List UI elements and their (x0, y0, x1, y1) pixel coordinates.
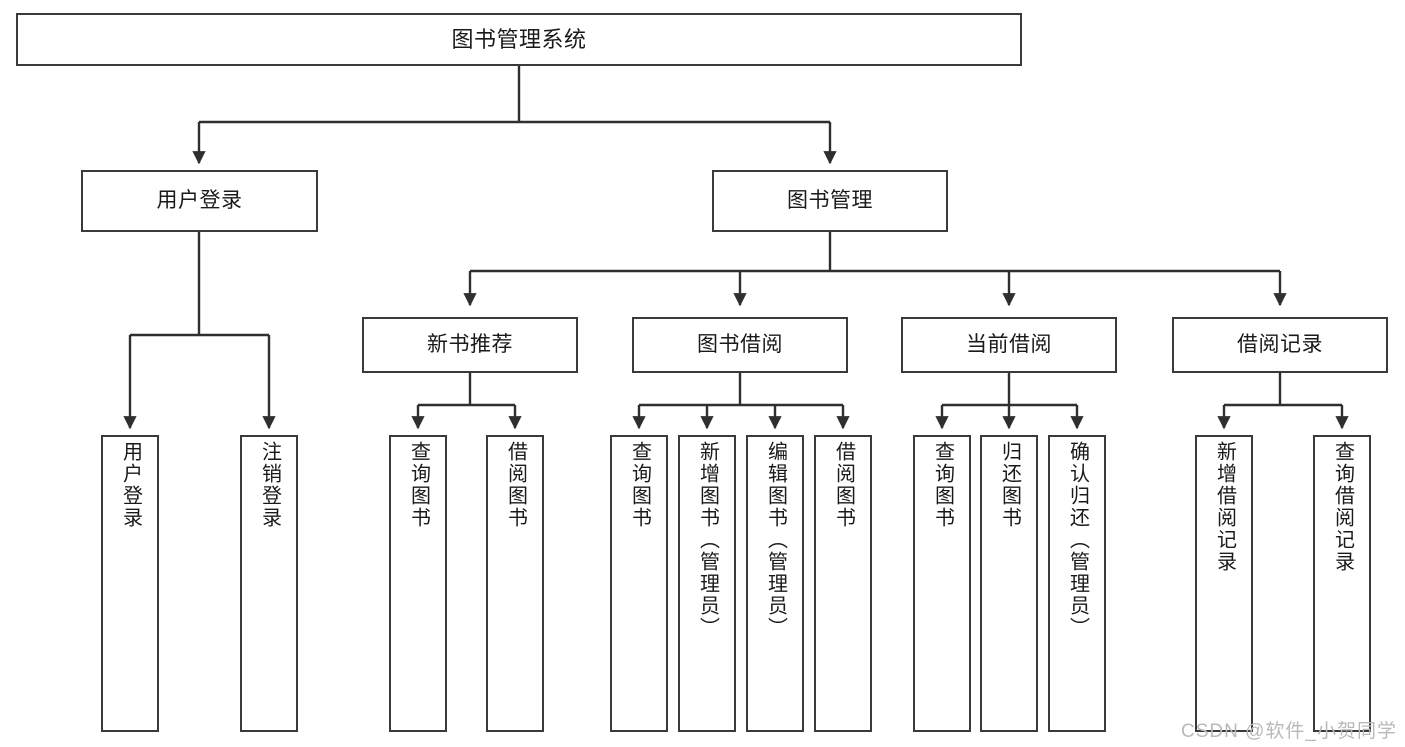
leaf-new-book-borrow-books[interactable]: 借阅图书 (486, 435, 544, 732)
leaf-book-borrow-borrow-books[interactable]: 借阅图书 (814, 435, 872, 732)
csdn-watermark: CSDN @软件_小贺同学 (1181, 721, 1397, 742)
node-label: 借阅图书 (832, 441, 855, 529)
node-label: 借阅记录 (1237, 332, 1323, 356)
node-label: 查询图书 (628, 441, 651, 529)
node-label: 编辑图书（管理员） (764, 441, 787, 639)
leaf-book-borrow-add-book-admin[interactable]: 新增图书（管理员） (678, 435, 736, 732)
node-label: 查询图书 (931, 441, 954, 529)
leaf-new-book-query-books[interactable]: 查询图书 (389, 435, 447, 732)
node-label: 查询图书 (407, 441, 430, 529)
node-label: 查询借阅记录 (1331, 441, 1354, 573)
node-label: 图书管理 (787, 188, 873, 212)
node-current-borrowing[interactable]: 当前借阅 (901, 317, 1117, 373)
node-root-book-management-system[interactable]: 图书管理系统 (16, 13, 1022, 66)
node-user-login[interactable]: 用户登录 (81, 170, 318, 232)
leaf-user-login-login[interactable]: 用户登录 (101, 435, 159, 732)
node-book-borrowing[interactable]: 图书借阅 (632, 317, 848, 373)
leaf-current-borrow-query-books[interactable]: 查询图书 (913, 435, 971, 732)
leaf-book-borrow-query-books[interactable]: 查询图书 (610, 435, 668, 732)
node-borrow-records[interactable]: 借阅记录 (1172, 317, 1388, 373)
node-label: 归还图书 (998, 441, 1021, 529)
node-label: 新增图书（管理员） (696, 441, 719, 639)
leaf-user-login-logout[interactable]: 注销登录 (240, 435, 298, 732)
node-new-book-recommendation[interactable]: 新书推荐 (362, 317, 578, 373)
node-label: 借阅图书 (504, 441, 527, 529)
leaf-current-borrow-return-books[interactable]: 归还图书 (980, 435, 1038, 732)
node-label: 图书管理系统 (451, 26, 587, 52)
node-label: 用户登录 (156, 188, 243, 212)
node-label: 用户登录 (119, 441, 142, 529)
node-label: 新增借阅记录 (1213, 441, 1236, 573)
node-label: 当前借阅 (966, 332, 1052, 356)
leaf-borrow-record-add-record[interactable]: 新增借阅记录 (1195, 435, 1253, 732)
leaf-current-borrow-confirm-return-admin[interactable]: 确认归还（管理员） (1048, 435, 1106, 732)
leaf-borrow-record-query-record[interactable]: 查询借阅记录 (1313, 435, 1371, 732)
node-label: 注销登录 (258, 441, 281, 529)
node-label: 图书借阅 (697, 332, 783, 356)
leaf-book-borrow-edit-book-admin[interactable]: 编辑图书（管理员） (746, 435, 804, 732)
node-label: 新书推荐 (427, 332, 513, 356)
node-label: 确认归还（管理员） (1066, 441, 1089, 639)
node-book-management[interactable]: 图书管理 (712, 170, 948, 232)
